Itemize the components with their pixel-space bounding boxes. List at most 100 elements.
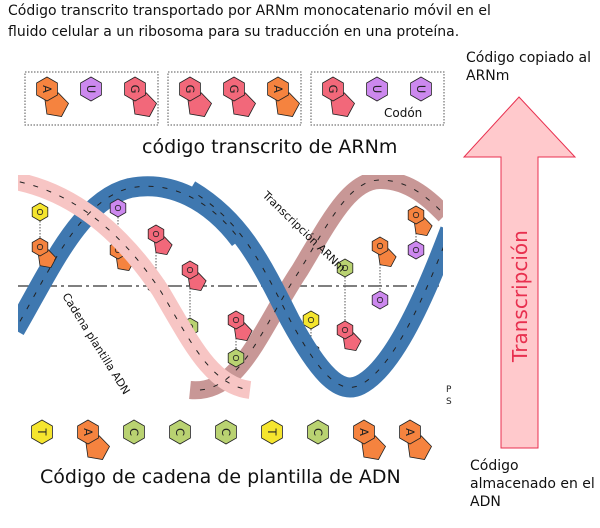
base-letter: G	[128, 85, 142, 94]
base-c: C	[123, 419, 145, 445]
backbone-bond	[269, 279, 273, 285]
base-mark	[36, 243, 44, 251]
backbone-bond	[108, 194, 114, 198]
backbone-bond	[364, 378, 370, 383]
base-mark	[186, 266, 194, 274]
backbone-bond	[413, 189, 419, 193]
backbone-bond	[392, 347, 397, 352]
base-c	[227, 348, 245, 368]
backbone-bond	[255, 255, 259, 261]
base-letter: C	[173, 428, 187, 436]
backbone-bond	[425, 196, 430, 201]
backbone-bond	[229, 222, 235, 227]
base-g	[181, 260, 207, 292]
base-a	[31, 237, 57, 269]
backbone-bond	[259, 331, 264, 337]
backbone-bond	[252, 343, 257, 349]
base-letter: C	[219, 428, 233, 436]
codon-boxes	[24, 71, 445, 126]
base-ring	[227, 348, 245, 368]
backbone-bond	[40, 280, 44, 285]
base-ring	[371, 236, 389, 256]
backbone-bond	[295, 271, 300, 277]
backbone-bond	[435, 206, 441, 211]
backbone-bond	[235, 366, 240, 371]
base-g: G	[223, 76, 256, 117]
backbone-bond	[212, 210, 217, 215]
description-line-2: fluido celular a un ribosoma para su tra…	[8, 24, 460, 40]
base-mark	[232, 316, 240, 324]
backbone-bond	[406, 322, 411, 328]
codon-box-2	[167, 71, 302, 126]
rna-code-caption: código transcrito de ARNm	[142, 136, 398, 158]
base-t	[31, 202, 49, 222]
base-ring	[407, 205, 425, 225]
base-a: A	[36, 76, 69, 117]
backbone-bond	[77, 221, 82, 227]
base-letter: T	[35, 428, 49, 436]
base-g: G	[322, 76, 355, 117]
backbone-bond	[214, 371, 219, 376]
backbone-bond	[134, 256, 139, 262]
backbone-bond	[86, 211, 92, 216]
backbone-bond	[303, 259, 307, 265]
base-g	[336, 320, 362, 352]
backbone-bond	[327, 375, 332, 380]
base-letter: U	[84, 85, 98, 93]
backbone-bond	[134, 186, 140, 188]
backbone-bond	[151, 278, 156, 284]
base-c: C	[215, 419, 237, 445]
backbone-bond	[237, 386, 243, 390]
transcription-arrow-label: Transcripción	[508, 230, 532, 363]
codon-box-1	[24, 71, 159, 126]
backbone-bond	[267, 319, 271, 325]
base-ring	[410, 76, 432, 102]
base-u	[407, 240, 425, 260]
base-ring	[336, 258, 354, 278]
backbone-bond	[247, 244, 252, 249]
backbone-bond	[425, 284, 429, 290]
base-mark	[376, 296, 384, 304]
base-ring	[169, 419, 191, 445]
base-t	[302, 310, 320, 330]
backbone-bond	[419, 297, 423, 303]
backbone-bond	[360, 182, 366, 187]
backbone-bond	[222, 220, 227, 225]
base-mark	[341, 326, 349, 334]
backbone-bond	[447, 233, 449, 238]
backbone-letter: P	[446, 385, 452, 395]
backbone-bond	[436, 259, 440, 265]
backbone-bond	[310, 247, 314, 253]
backbone-bond	[274, 307, 278, 313]
backbone-bond	[262, 267, 266, 273]
base-ring	[399, 419, 421, 445]
base-g	[227, 310, 253, 342]
backbone-bond	[209, 203, 214, 208]
backbone-bond	[317, 235, 321, 241]
base-a: A	[399, 419, 432, 460]
base-letter: C	[127, 428, 141, 436]
backbone-bond	[288, 317, 292, 323]
base-letter: G	[183, 85, 197, 94]
base-ring	[336, 320, 354, 340]
base-letter: C	[311, 428, 325, 436]
backbone-bond	[281, 295, 285, 301]
base-mark	[36, 208, 44, 216]
backbone-bond	[441, 246, 443, 252]
backbone-bond	[83, 209, 88, 214]
base-u: U	[410, 76, 432, 102]
backbone-bond	[26, 304, 30, 310]
base-ring	[302, 310, 320, 330]
backbone-bond	[387, 179, 393, 182]
base-ring	[109, 198, 127, 218]
backbone-bond	[225, 376, 230, 381]
base-letter: T	[265, 428, 279, 436]
base-ring	[407, 240, 425, 260]
base-letter: G	[326, 85, 340, 94]
backbone-bond	[324, 223, 329, 229]
backbone-letter: S	[446, 397, 452, 407]
base-ring	[179, 76, 201, 102]
backbone-bond	[143, 267, 148, 272]
backbone-bond	[338, 383, 344, 387]
